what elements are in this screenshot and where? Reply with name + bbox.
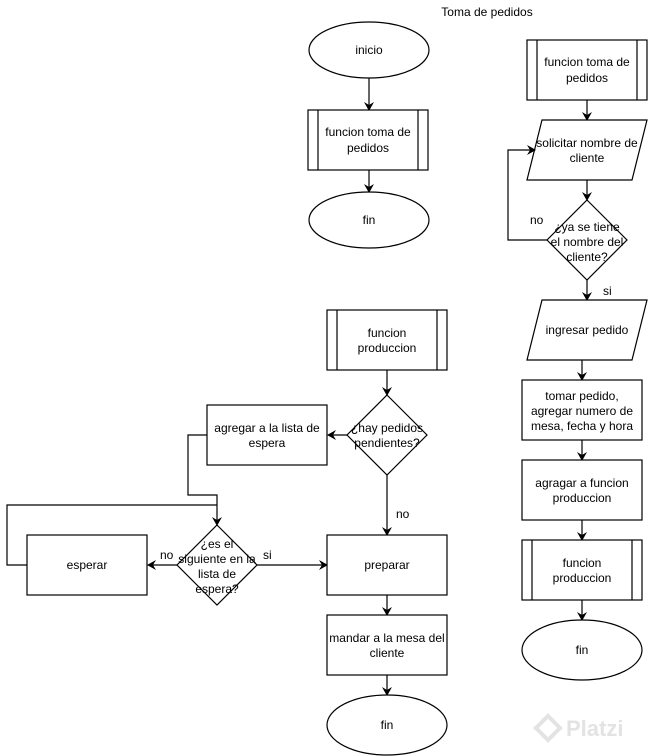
diagram-title: Toma de pedidos	[441, 5, 532, 19]
label-no: no	[160, 548, 174, 562]
decision-label: espera?	[195, 582, 239, 596]
step-label: agragar a funcion	[535, 476, 628, 490]
decision-label: ¿ya se tiene	[554, 220, 620, 234]
end-node	[308, 191, 430, 249]
input-solicitar-nombre: solicitar nombre de cliente	[526, 119, 648, 181]
process-funcion-toma-de-pedidos: funcion toma de pedidos	[307, 109, 429, 171]
step-label: tomar pedido,	[545, 389, 618, 403]
decision-nombre-cliente: ¿ya se tiene el nombre del cliente?	[546, 199, 628, 281]
loop-arrow	[507, 145, 547, 241]
decision-label: siguiente en la	[178, 552, 256, 566]
step-agregar-lista-espera: agregar a la lista de espera	[206, 404, 328, 466]
decision-label: ¿es el	[201, 537, 234, 551]
process-label: funcion	[368, 326, 407, 340]
process-label: funcion toma de	[325, 125, 411, 139]
step-label: espera	[249, 436, 286, 450]
process-label: pedidos	[566, 71, 608, 85]
input-label: cliente	[570, 151, 605, 165]
step-agregar-a-produccion: agragar a funcion produccion	[521, 459, 643, 521]
step-tomar-pedido: tomar pedido, agregar numero de mesa, fe…	[521, 379, 643, 441]
end-label: fin	[576, 643, 589, 657]
step-label: preparar	[364, 558, 409, 572]
decision-label: cliente?	[566, 250, 608, 264]
decision-label: pendientes?	[354, 436, 420, 450]
process-funcion-toma-de-pedidos-header: funcion toma de pedidos	[526, 39, 648, 101]
step-preparar: preparar	[326, 534, 448, 596]
end-label: fin	[363, 213, 376, 227]
step-label: agregar numero de	[531, 404, 633, 418]
input-ingresar-pedido: ingresar pedido	[526, 299, 648, 361]
process-label: funcion toma de	[544, 55, 630, 69]
produccion-flow: funcion produccion ¿hay pedidos pendient…	[6, 309, 448, 756]
platzi-watermark: Platzi	[533, 713, 623, 743]
label-no: no	[396, 507, 410, 521]
input-label: solicitar nombre de	[536, 136, 638, 150]
step-label: agregar a la lista de	[214, 421, 320, 435]
watermark-text: Platzi	[566, 716, 623, 741]
main-flow: inicio funcion toma de pedidos fin	[307, 21, 430, 249]
end-label: fin	[381, 718, 394, 732]
process-label: produccion	[553, 571, 612, 585]
step-label: produccion	[553, 491, 612, 505]
start-label: inicio	[355, 43, 383, 57]
process-label: pedidos	[347, 141, 389, 155]
decision-label: ¿hay pedidos	[351, 421, 423, 435]
decision-label: lista de	[198, 567, 236, 581]
decision-pedidos-pendientes: ¿hay pedidos pendientes?	[346, 394, 428, 476]
step-label: mesa, fecha y hora	[531, 419, 633, 433]
input-label: ingresar pedido	[546, 323, 629, 337]
process-funcion-produccion-header: funcion produccion	[326, 309, 448, 371]
toma-de-pedidos-flow: funcion toma de pedidos solicitar nombre…	[507, 39, 648, 681]
step-label: mandar a la mesa del	[329, 631, 444, 645]
label-no: no	[530, 213, 544, 227]
step-mandar-a-mesa: mandar a la mesa del cliente	[326, 614, 448, 676]
end-node	[326, 694, 448, 756]
step-label: cliente	[370, 646, 405, 660]
label-si: si	[263, 548, 272, 562]
decision-siguiente-en-lista: ¿es el siguiente en la lista de espera?	[176, 524, 258, 606]
process-funcion-produccion-call: funcion produccion	[521, 539, 643, 601]
step-label: esperar	[67, 558, 108, 572]
process-label: produccion	[358, 341, 417, 355]
end-node	[521, 619, 643, 681]
process-label: funcion	[563, 556, 602, 570]
step-esperar: esperar	[26, 534, 148, 596]
decision-label: el nombre del	[551, 235, 624, 249]
label-si: si	[603, 284, 612, 298]
loop-connector	[6, 504, 217, 566]
platzi-logo-icon	[533, 713, 563, 743]
